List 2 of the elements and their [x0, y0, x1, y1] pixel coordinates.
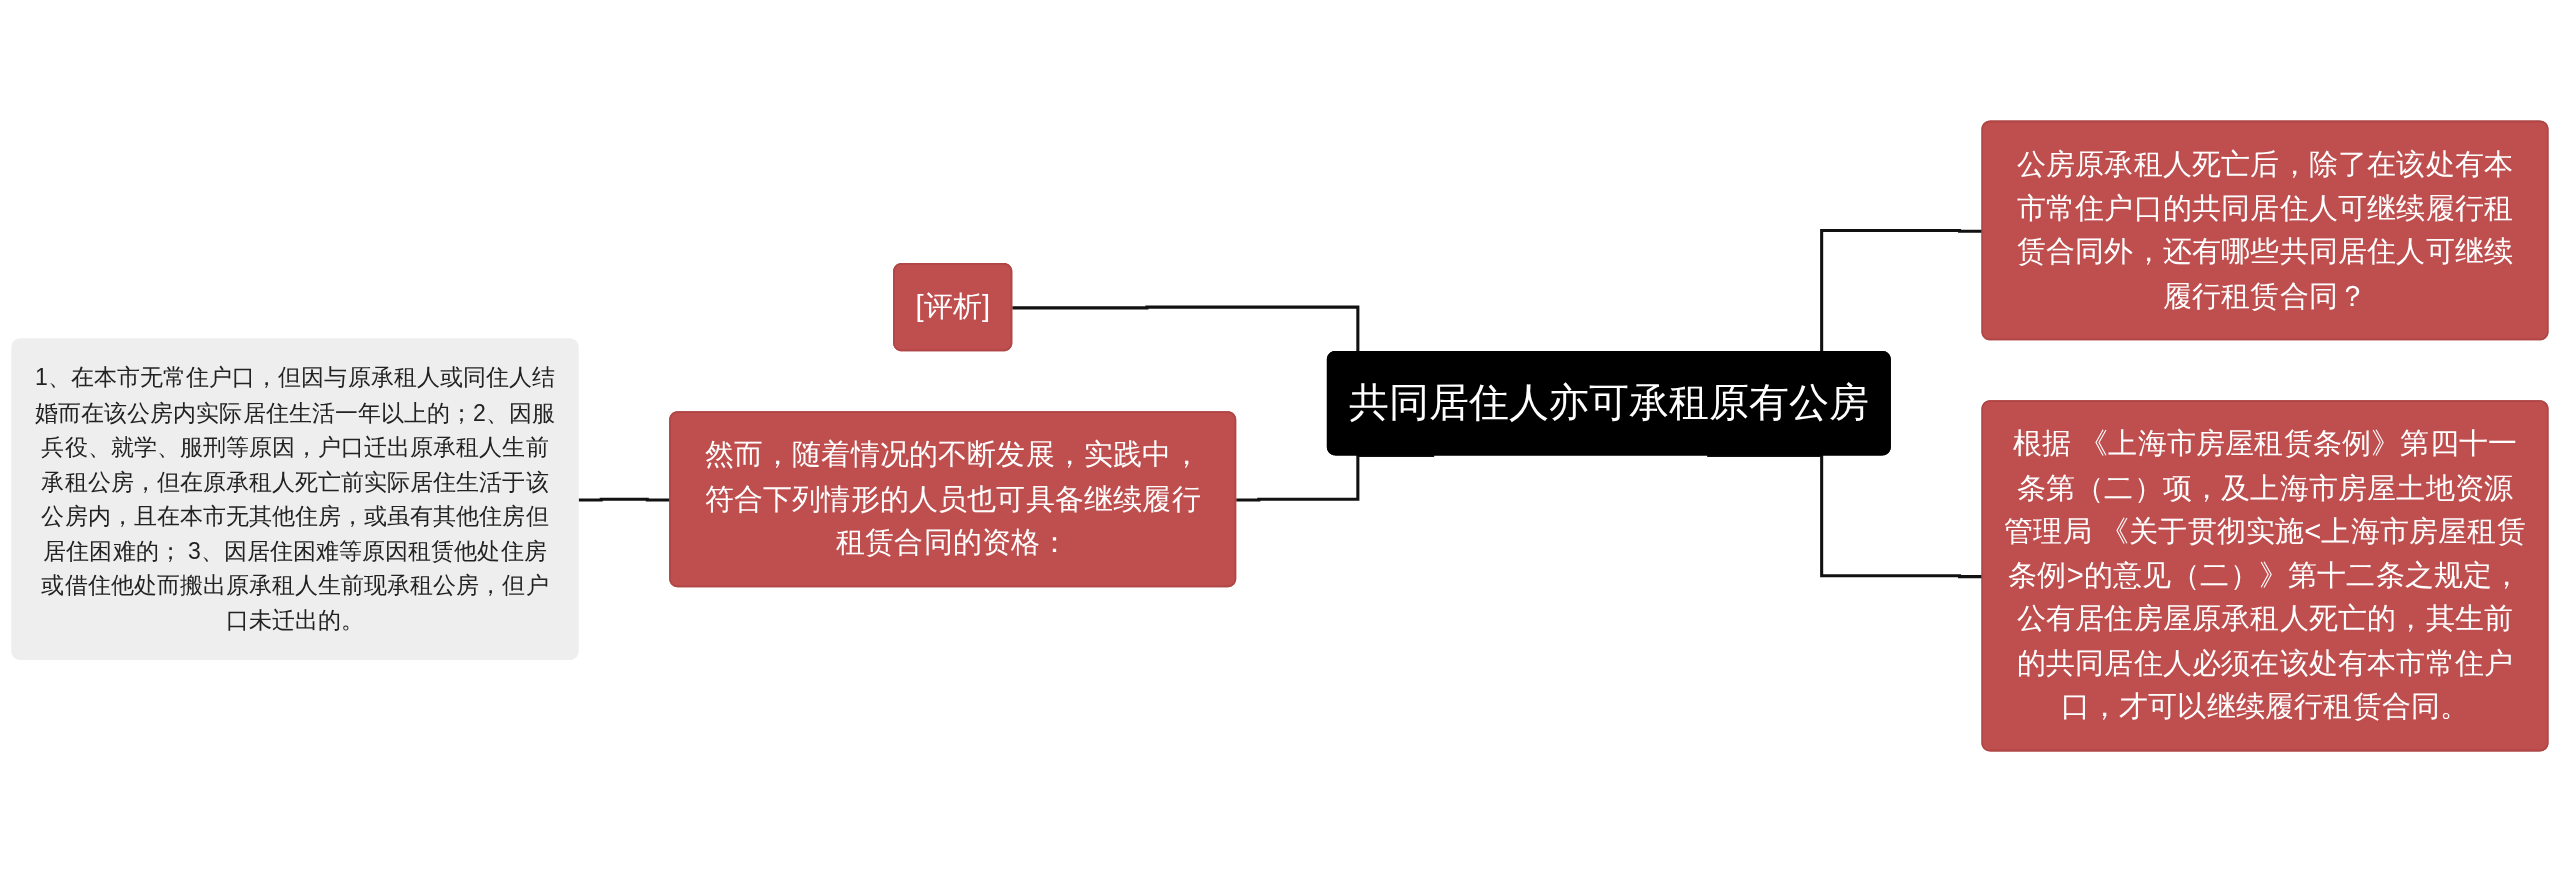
connector: [1236, 453, 1435, 502]
connector: [1707, 453, 1983, 579]
